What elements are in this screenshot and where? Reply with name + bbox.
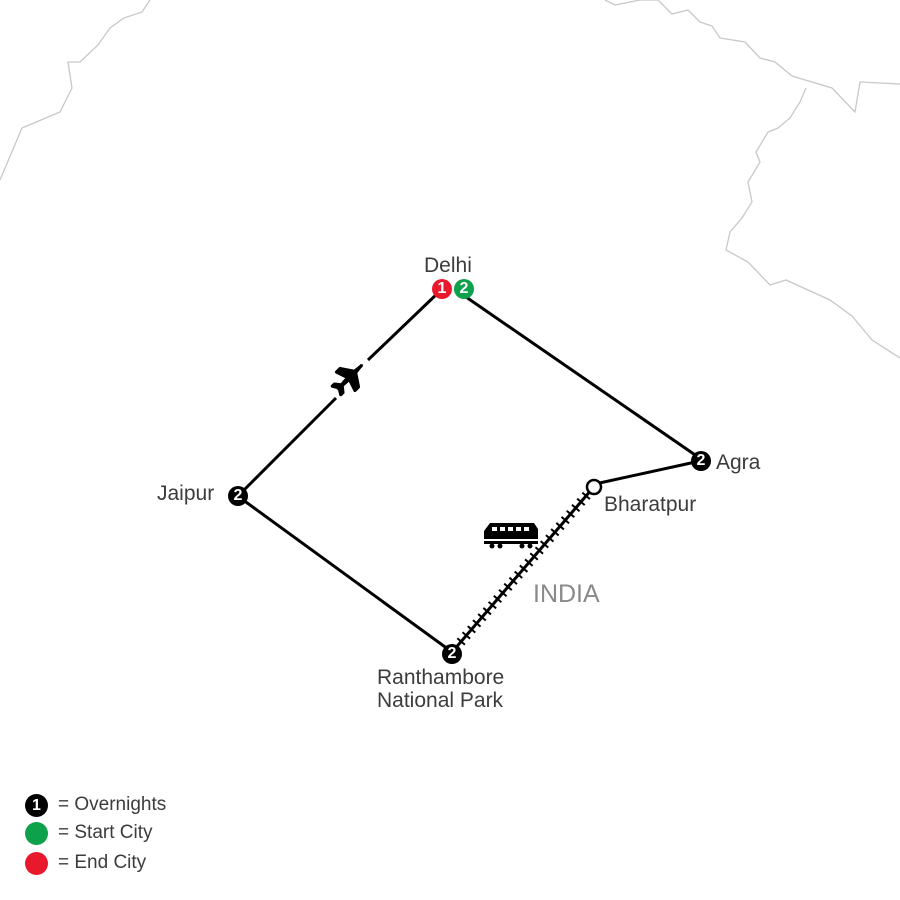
legend-start-label: = Start City <box>58 822 153 843</box>
border-line-northwest <box>0 0 151 181</box>
ranthambore-overnight-badge: 2 <box>442 644 462 664</box>
route-jaipur-delhi-flight-b <box>366 289 442 362</box>
city-label-ranthambore-line2: National Park <box>377 689 504 712</box>
jaipur-overnight-badge: 2 <box>228 486 248 506</box>
route-delhi-agra <box>465 295 702 461</box>
city-label-ranthambore-line1: Ranthambore <box>377 666 505 689</box>
country-label: INDIA <box>533 580 600 608</box>
city-label-delhi: Delhi <box>424 254 472 277</box>
legend-overnights: 1 = Overnights <box>25 793 166 817</box>
border-line-northeast <box>604 0 900 114</box>
end-city-dot <box>25 851 48 875</box>
train-icon <box>484 523 538 549</box>
agra-overnight-badge: 2 <box>691 451 711 471</box>
city-label-bharatpur: Bharatpur <box>604 493 697 516</box>
start-city-dot <box>25 821 48 845</box>
route-ranthambore-jaipur <box>238 495 453 654</box>
border-line-east <box>725 87 900 359</box>
route-jaipur-delhi-flight-a <box>238 396 338 496</box>
delhi-end-badge: 1 <box>432 279 452 299</box>
railway-ties <box>449 485 596 655</box>
airplane-icon <box>330 363 364 397</box>
legend-end-label: = End City <box>58 852 147 873</box>
legend-overnights-label: = Overnights <box>58 794 167 815</box>
bharatpur-marker <box>585 478 603 496</box>
overnight-symbol: 1 <box>25 793 48 817</box>
legend-start-city: = Start City <box>25 821 153 845</box>
route-agra-bharatpur <box>594 459 701 486</box>
city-label-agra: Agra <box>716 451 761 474</box>
city-label-jaipur: Jaipur <box>157 482 215 505</box>
legend-end-city: = End City <box>25 851 146 875</box>
delhi-start-badge: 2 <box>454 279 474 299</box>
